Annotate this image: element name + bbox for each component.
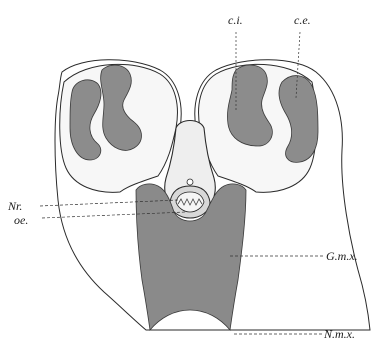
small-vesicle xyxy=(187,179,193,185)
label-oe: oe. xyxy=(14,213,28,227)
label-ci: c.i. xyxy=(228,13,243,27)
label-gmx: G.m.x. xyxy=(326,249,358,263)
label-nr: Nr. xyxy=(7,199,22,213)
label-nmx: N.m.x. xyxy=(323,327,355,341)
label-ce: c.e. xyxy=(294,13,311,27)
